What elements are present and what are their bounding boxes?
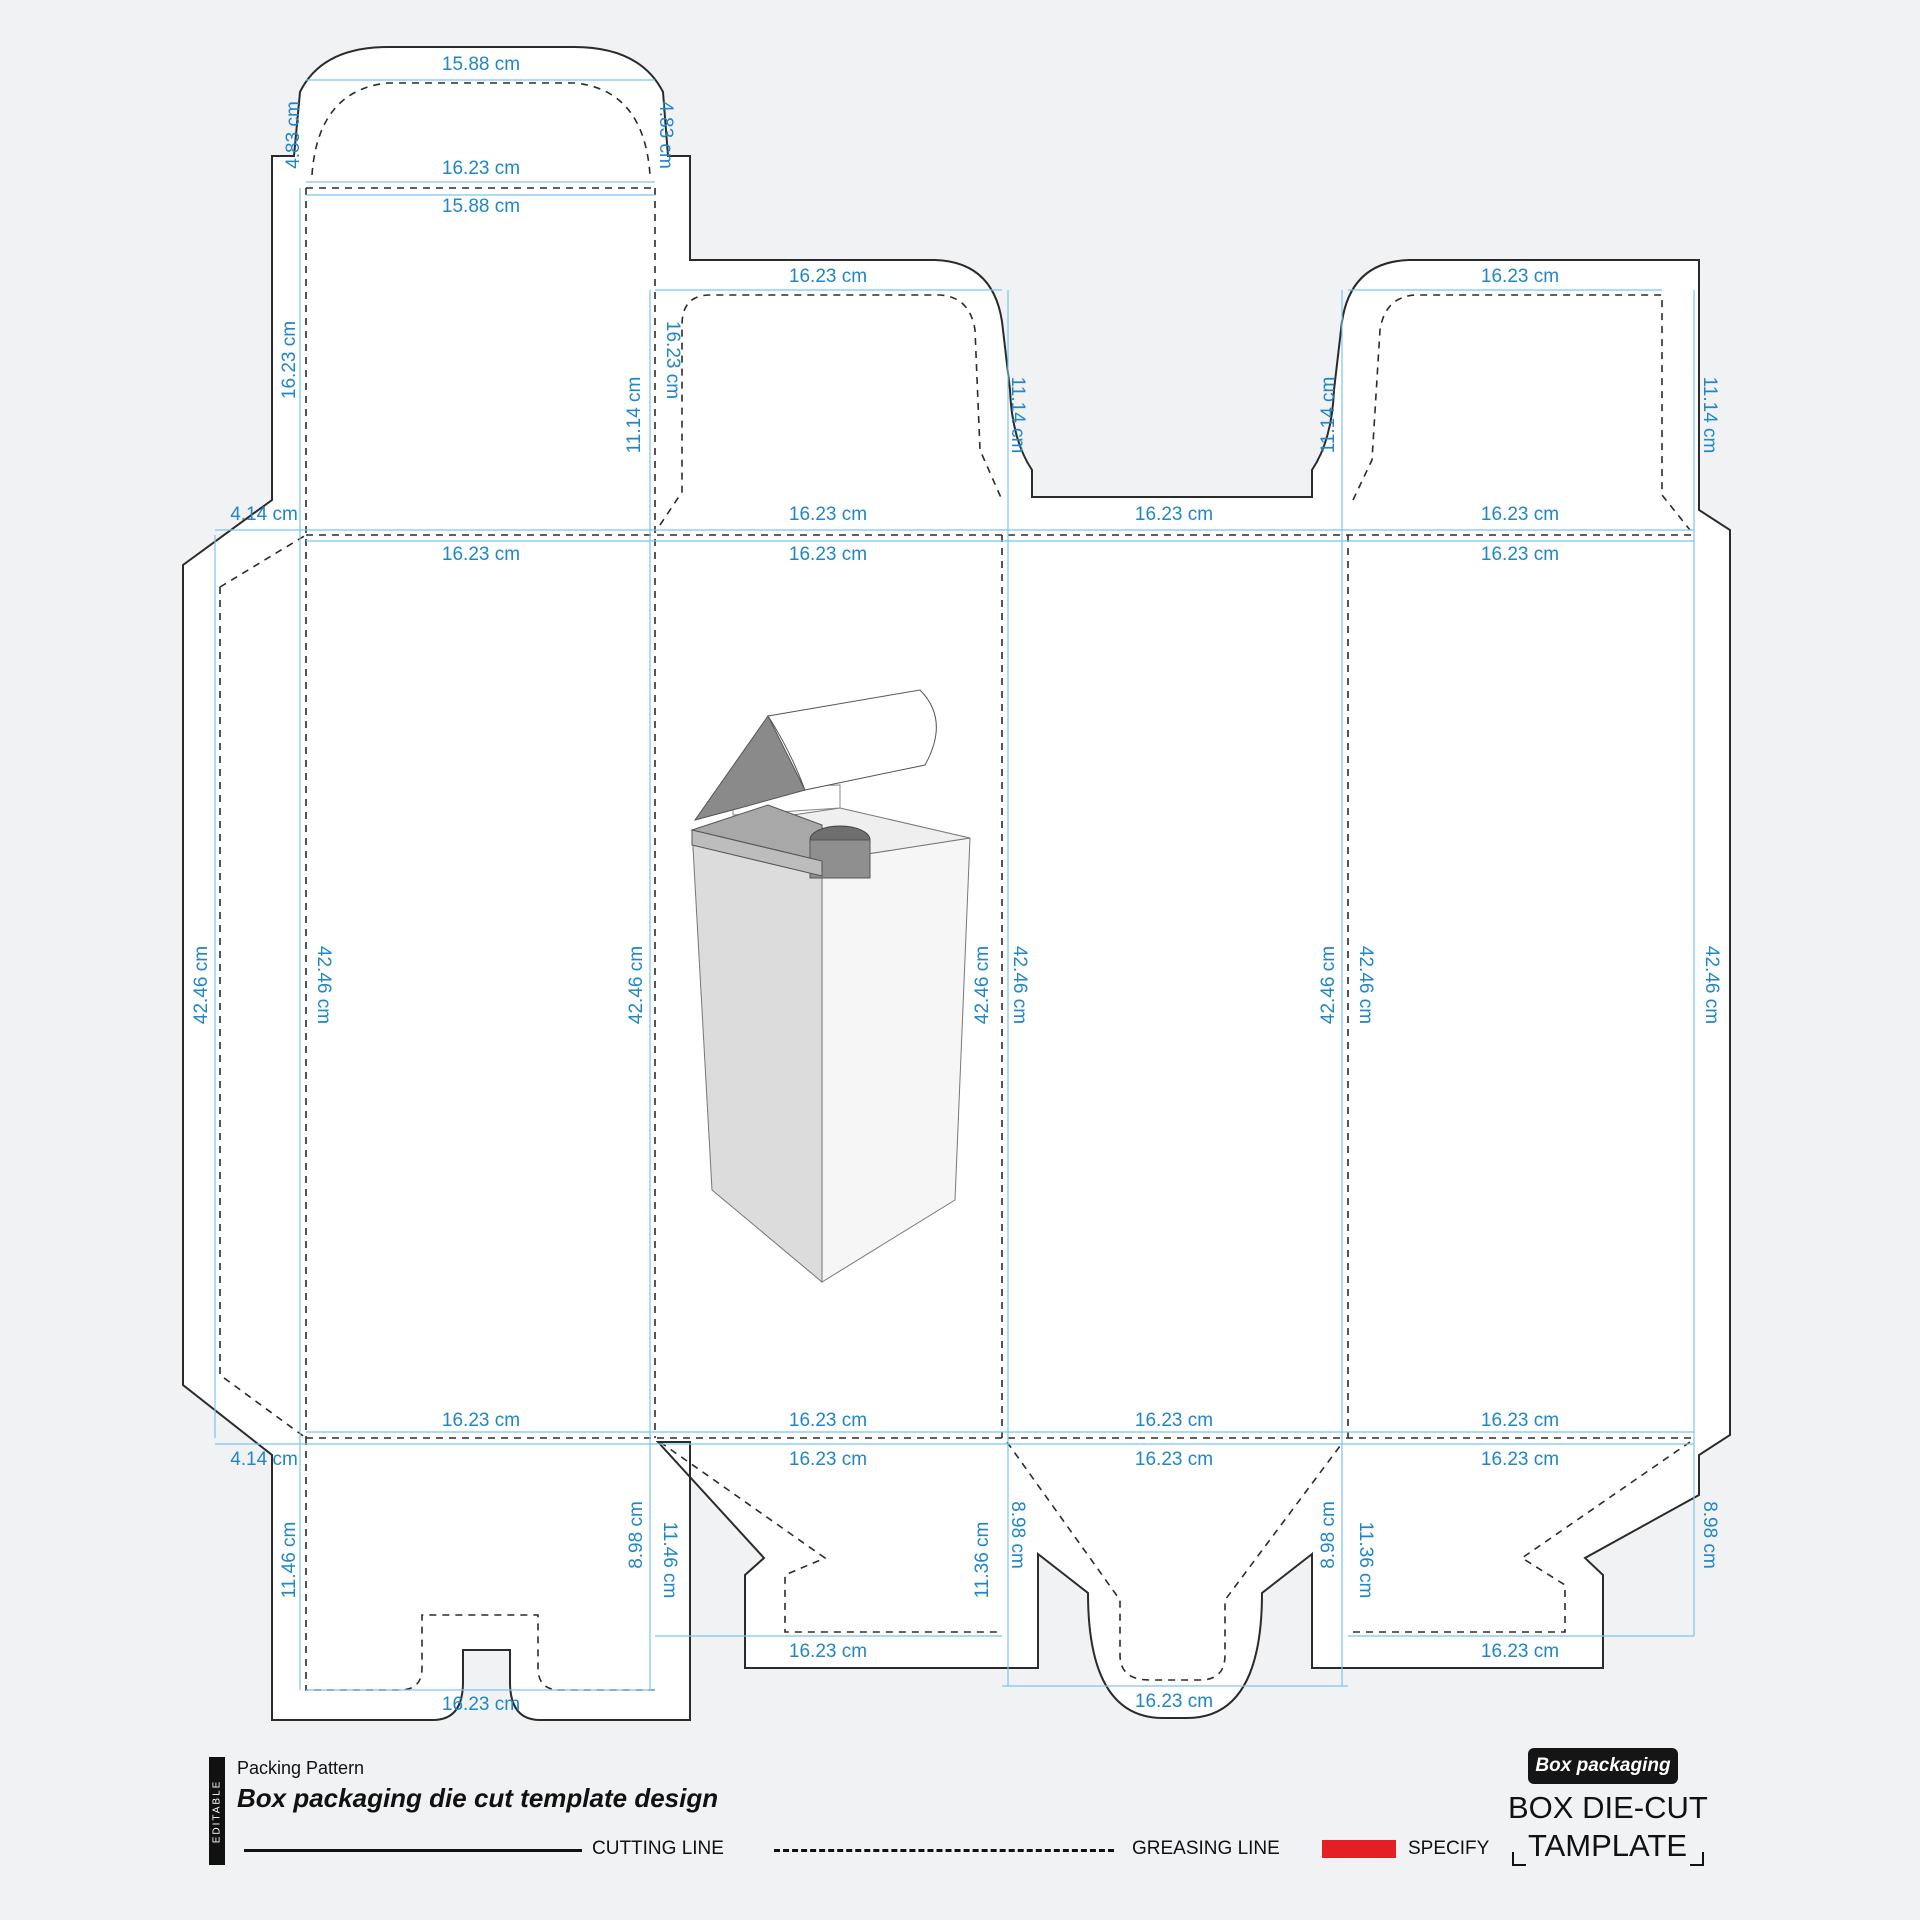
legend-greasing-line-sample (774, 1849, 1114, 1852)
box-mockup-illustration (690, 689, 971, 1284)
legend-cutting-line-label: CUTTING LINE (592, 1838, 724, 1859)
dim-bottom-crease-3: 16.23 cm (1135, 1410, 1213, 1431)
dim-bottom-p3-left: 11.36 cm (972, 1522, 993, 1599)
dim-top-flap-top: 15.88 cm (442, 54, 520, 75)
dim-panel-height-7: 42.46 cm (1701, 946, 1722, 1024)
dim-top-flap-side-right: 4.83 cm (655, 101, 676, 169)
dim-panel-height-2: 42.46 cm (626, 946, 647, 1024)
dim-bottom-width-3: 16.23 cm (1481, 1449, 1559, 1470)
legend-cutting-line-sample (244, 1849, 582, 1852)
dim-bottom-p2-right: 11.46 cm (659, 1522, 680, 1599)
dim-bottom-width-2: 16.23 cm (1135, 1449, 1213, 1470)
dim-dust-flap-right-height: 11.14 cm (1699, 377, 1720, 454)
dim-bottom-crease-4: 16.23 cm (1481, 1410, 1559, 1431)
dim-bottom-flap-width-3: 16.23 cm (1135, 1691, 1213, 1712)
dim-panel-height-1: 42.46 cm (313, 946, 334, 1024)
dim-top-flap-side-left: 4.83 cm (283, 101, 304, 169)
dim-panel-height-6: 42.46 cm (1355, 946, 1376, 1024)
box-packaging-badge: Box packaging (1528, 1748, 1678, 1784)
dim-bottom-p3-right: 8.98 cm (1007, 1501, 1028, 1569)
legend-greasing-line-label: GREASING LINE (1132, 1838, 1280, 1859)
dim-panel-height-3: 42.46 cm (972, 946, 993, 1024)
dim-dust-flap-left-right-height: 11.14 cm (1007, 377, 1028, 454)
dim-glue-flap-top: 4.14 cm (230, 504, 298, 525)
dim-top-panel-width-1: 16.23 cm (789, 544, 867, 565)
dimension-labels: 15.88 cm 16.23 cm 15.88 cm 4.83 cm 4.83 … (191, 54, 1722, 1715)
box-front-flap (691, 829, 823, 877)
dim-bottom-p4-right: 11.36 cm (1355, 1522, 1376, 1599)
greasing-lines (219, 82, 1694, 1691)
dim-panel-height-4: 42.46 cm (1009, 946, 1030, 1024)
dimension-lines (214, 79, 1695, 1691)
title-bracket-left (1512, 1852, 1526, 1866)
editable-tag: EDITABLE (209, 1757, 225, 1865)
dim-top-crease-1: 16.23 cm (442, 544, 520, 565)
dim-top-crease-3: 16.23 cm (1481, 504, 1559, 525)
dim-bottom-p4-left: 8.98 cm (1318, 1501, 1339, 1569)
dim-dust-flap-right-width: 16.23 cm (1481, 266, 1559, 287)
dim-top-left-panel-height: 16.23 cm (279, 321, 300, 399)
dim-bottom-left-height: 11.46 cm (279, 1522, 300, 1599)
dim-bottom-right-height: 8.98 cm (1699, 1501, 1720, 1569)
editable-label: EDITABLE (211, 1779, 223, 1843)
dim-dust-flap-left-height: 11.14 cm (624, 377, 645, 454)
dim-bottom-crease-2: 16.23 cm (789, 1410, 867, 1431)
legend-specify-label: SPECIFY (1408, 1838, 1490, 1859)
dim-dust-flap-right-left-height: 11.14 cm (1318, 377, 1339, 454)
title-bracket-right (1690, 1852, 1704, 1866)
dim-bottom-crease-1: 16.23 cm (442, 1410, 520, 1431)
dim-panel-height-5: 42.46 cm (1318, 946, 1339, 1024)
dim-bottom-flap-width-2: 16.23 cm (789, 1641, 867, 1662)
dim-top-flap-lower: 15.88 cm (442, 196, 520, 217)
dim-dust-flap-left-width: 16.23 cm (789, 266, 867, 287)
dim-dust-flap-inner-height: 16.23 cm (662, 321, 683, 399)
dim-top-middle-width: 16.23 cm (1135, 504, 1213, 525)
dim-top-crease-2: 16.23 cm (789, 504, 867, 525)
template-title: TAMPLATE (1528, 1828, 1688, 1863)
dim-bottom-flap-width-4: 16.23 cm (1481, 1641, 1559, 1662)
box-lid-top (767, 689, 937, 791)
dim-top-flap-crease: 16.23 cm (442, 158, 520, 179)
box-die-cut-title: BOX DIE-CUT (1508, 1790, 1708, 1825)
dim-glue-flap-bottom: 4.14 cm (230, 1449, 298, 1470)
packing-pattern-label: Packing Pattern (237, 1758, 365, 1778)
dim-bottom-width-1: 16.23 cm (789, 1449, 867, 1470)
dim-top-crease-4: 16.23 cm (1481, 544, 1559, 565)
dim-bottom-p2-left: 8.98 cm (626, 1501, 647, 1569)
dim-glue-flap-height: 42.46 cm (191, 946, 212, 1024)
dim-bottom-flap-width-1: 16.23 cm (442, 1694, 520, 1715)
legend-specify-swatch (1322, 1840, 1396, 1858)
pattern-title: Box packaging die cut template design (237, 1783, 719, 1813)
